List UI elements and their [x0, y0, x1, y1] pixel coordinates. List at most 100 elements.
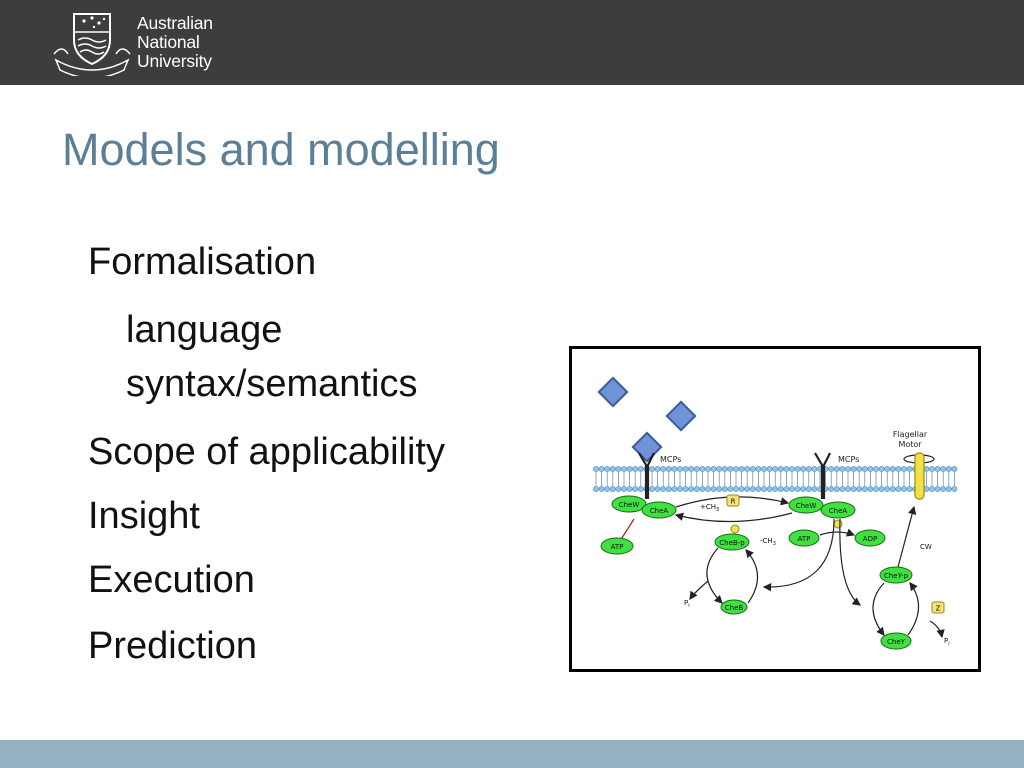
phospho-dot-cheb — [730, 524, 740, 534]
chew-right-label: CheW — [796, 502, 817, 510]
lipid-head — [649, 466, 655, 472]
lipid-head — [733, 486, 739, 492]
lipid-head — [621, 466, 627, 472]
lipid-head — [934, 466, 941, 472]
lipid-head — [772, 486, 779, 492]
lipid-head — [929, 486, 935, 492]
lipid-head — [660, 466, 667, 472]
lipid-head — [671, 466, 678, 472]
lipid-head — [688, 486, 695, 492]
lipid-head — [800, 486, 807, 492]
lipid-head — [873, 486, 879, 492]
chea-to-cheb-arrow — [762, 518, 835, 592]
lipid-head — [839, 466, 846, 472]
lipid-head — [945, 486, 952, 492]
chey-p-label: CheY-p — [884, 572, 909, 580]
ligand-diamond-2 — [665, 400, 697, 432]
lipid-head — [856, 466, 863, 472]
lipid-head — [878, 486, 885, 492]
chea-left-node — [641, 501, 677, 519]
lipid-head — [889, 466, 896, 472]
lipid-head — [901, 486, 907, 492]
lipid-head — [794, 486, 801, 492]
bullet-language: language — [126, 309, 283, 351]
lipid-head — [699, 466, 706, 472]
lipid-head — [621, 486, 627, 492]
mcps-right-label: MCPs — [838, 455, 859, 464]
lipid-head — [593, 486, 599, 492]
flagellar-label-1: Flagellar — [893, 430, 928, 439]
lipid-head — [951, 466, 958, 472]
lipid-head — [940, 486, 947, 492]
bullet-execution: Execution — [88, 559, 255, 601]
lipid-head — [828, 486, 835, 492]
methyl-plus-label: +CH3 — [700, 503, 719, 513]
lipid-head — [637, 466, 644, 472]
lipid-head — [682, 466, 689, 472]
lipid-head — [833, 486, 840, 492]
lipid-head — [873, 466, 879, 472]
lipid-head — [665, 466, 672, 472]
lipid-head — [721, 466, 728, 472]
lipid-head — [699, 486, 706, 492]
lipid-head — [828, 466, 835, 472]
cheb-p-label: CheB-p — [719, 539, 745, 547]
lipid-head — [934, 486, 941, 492]
lipid-head — [705, 466, 711, 472]
pi-right-label: Pi — [944, 637, 950, 647]
lipid-head — [800, 466, 807, 472]
lipid-head — [861, 466, 868, 472]
lipid-head — [665, 486, 672, 492]
atp-right-node — [788, 529, 820, 547]
lipid-head — [845, 486, 851, 492]
chea-atp-link — [619, 518, 635, 542]
lipid-head — [845, 466, 851, 472]
brand-wordmark: Australian National University — [137, 14, 213, 71]
methyl-minus-label: -CH3 — [760, 537, 776, 547]
chea-right-label: CheA — [829, 507, 848, 515]
lipid-head — [895, 486, 902, 492]
lipid-head — [733, 466, 739, 472]
lipid-head — [609, 486, 616, 492]
chea-right-node — [820, 501, 856, 519]
lipid-head — [951, 486, 958, 492]
chey-node — [880, 632, 912, 650]
phospho-dot-right — [833, 519, 843, 529]
chey-p-node — [879, 566, 913, 584]
lipid-head — [895, 466, 902, 472]
z-box — [931, 601, 945, 614]
footer-bar — [0, 740, 1024, 768]
cheb-node — [720, 599, 748, 615]
ligand-diamond-3 — [631, 431, 663, 463]
lipid-head — [856, 486, 863, 492]
flagellar-label-2: Motor — [898, 440, 922, 449]
lipid-head — [766, 486, 773, 492]
cell-membrane — [593, 466, 960, 492]
lipid-head — [805, 466, 812, 472]
chey-label: CheY — [887, 638, 906, 646]
lipid-head — [901, 466, 907, 472]
mcps-left-label: MCPs — [660, 455, 681, 464]
lipid-head — [615, 466, 622, 472]
lipid-head — [789, 466, 795, 472]
lipid-head — [783, 466, 790, 472]
pi-left-arrow — [689, 580, 709, 600]
lipid-head — [850, 486, 857, 492]
chea-left-label: CheA — [650, 507, 669, 515]
lipid-head — [867, 486, 874, 492]
lipid-head — [945, 466, 952, 472]
lipid-head — [755, 486, 762, 492]
brand-line-2: National — [137, 32, 200, 52]
lipid-head — [710, 486, 717, 492]
lipid-head — [766, 466, 773, 472]
lipid-head — [749, 466, 756, 472]
lipid-head — [705, 486, 711, 492]
chea-to-chey-arrow — [839, 518, 861, 606]
cheb-cycle-left-arrow — [706, 547, 723, 604]
mcp-receptor-left — [638, 452, 655, 499]
lipid-head — [738, 466, 745, 472]
lipid-head — [761, 466, 767, 472]
lipid-head — [688, 466, 695, 472]
lipid-head — [744, 466, 751, 472]
lipid-head — [626, 466, 633, 472]
